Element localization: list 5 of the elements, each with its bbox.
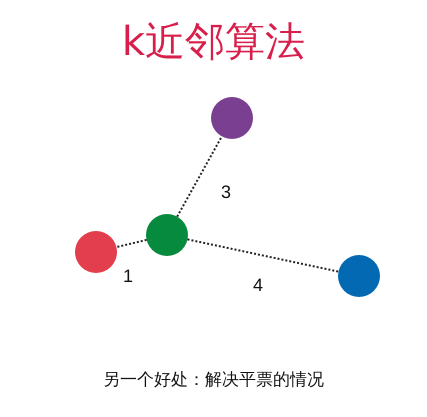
- dotted-line: [187, 238, 339, 273]
- caption: 另一个好处：解决平票的情况: [102, 369, 325, 392]
- dotted-line: [116, 238, 147, 248]
- dotted-line: [176, 136, 223, 218]
- title: k近邻算法: [120, 18, 306, 67]
